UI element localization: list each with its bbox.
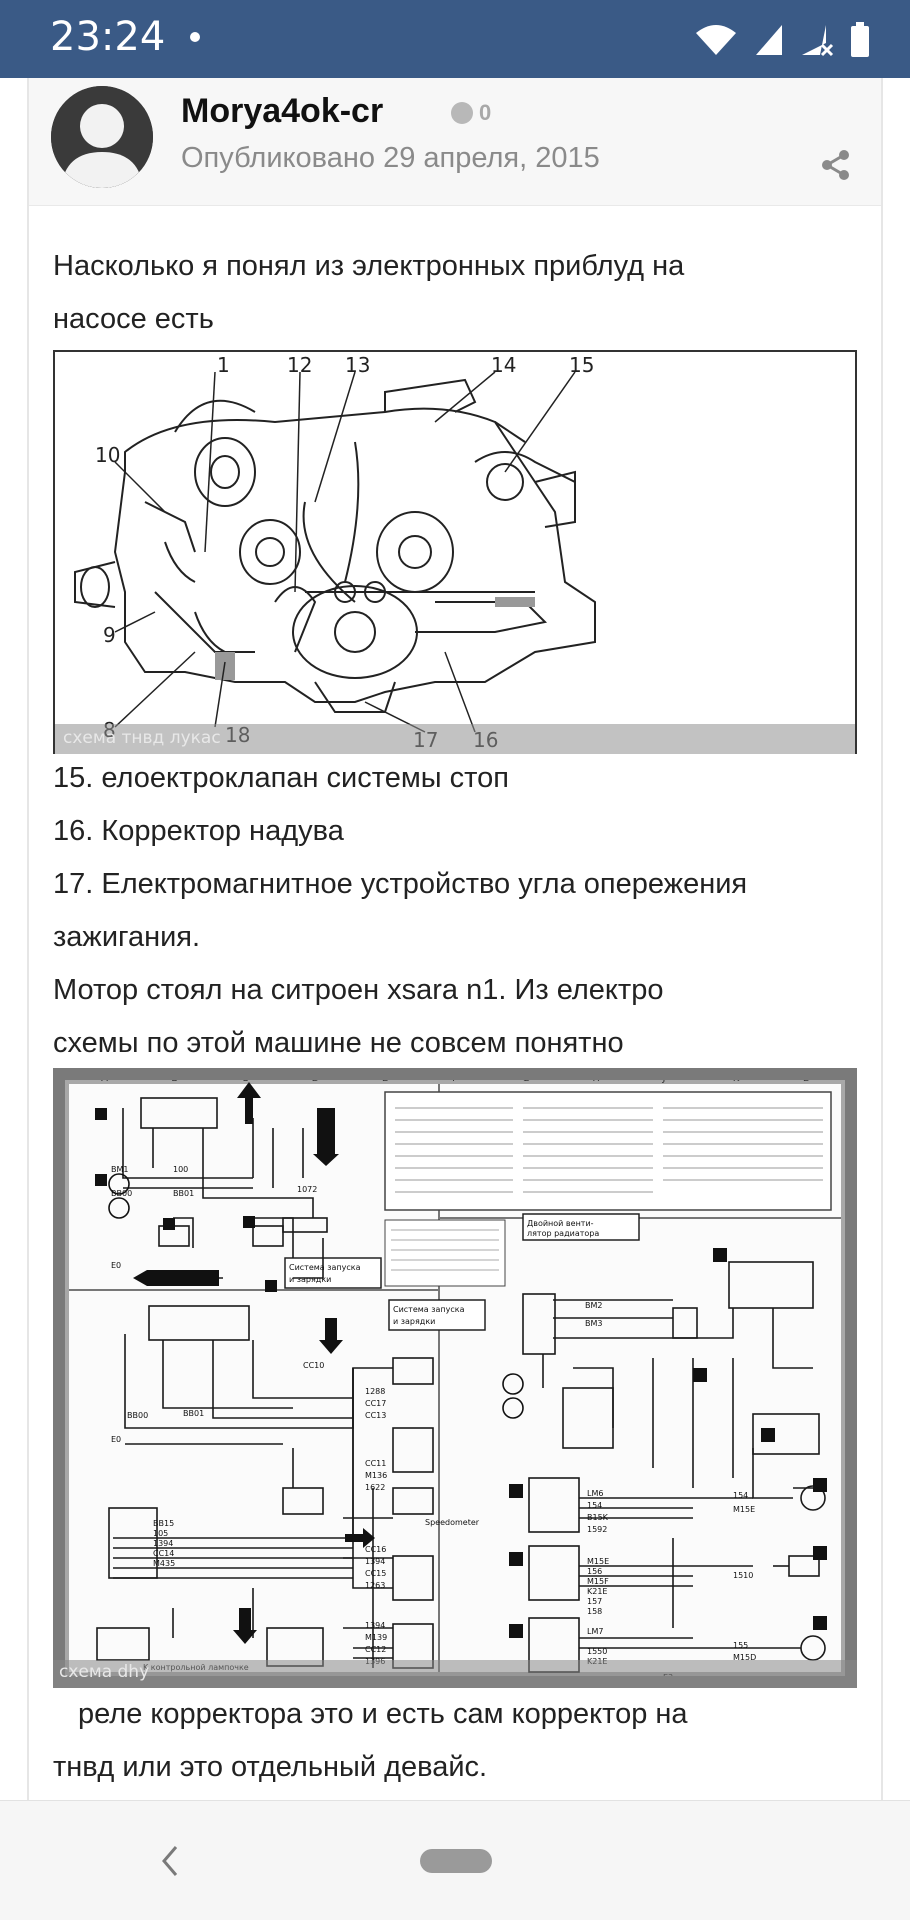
svg-text:CC17: CC17 [365,1399,386,1408]
svg-text:CC14: CC14 [153,1549,174,1558]
published-date: Опубликовано 29 апреля, 2015 [181,142,600,174]
svg-text:M15E: M15E [587,1557,609,1566]
post-text-line: насосе есть [53,303,214,335]
chevron-left-icon[interactable] [160,1845,180,1877]
svg-text:1592: 1592 [587,1525,607,1534]
svg-text:M435: M435 [153,1559,175,1568]
svg-text:CC10: CC10 [303,1361,324,1370]
svg-text:BB01: BB01 [183,1409,204,1418]
svg-text:157: 157 [587,1597,602,1606]
svg-text:M139: M139 [365,1633,387,1642]
home-pill-icon[interactable] [420,1849,492,1873]
wifi-icon [696,25,736,55]
svg-text:и зарядки: и зарядки [393,1317,435,1326]
svg-text:BB00: BB00 [127,1411,148,1420]
list-item: 17. Електромагнитное устройство угла опе… [53,868,748,900]
svg-text:1394: 1394 [365,1621,385,1630]
svg-text:CC16: CC16 [365,1545,386,1554]
figure-watermark: схема тнвд лукас [63,728,221,748]
figure-watermark: схема dhy [59,1662,150,1682]
petrol-title: Система запуска [289,1263,361,1272]
svg-text:CC12: CC12 [365,1645,386,1654]
status-bar: 23:24 [0,0,910,78]
svg-text:CC13: CC13 [365,1411,386,1420]
list-item: зажигания. [53,921,201,953]
svg-text:105: 105 [153,1529,168,1538]
svg-text:BB15: BB15 [153,1519,174,1528]
svg-text:BM1: BM1 [111,1165,128,1174]
callout-12: 12 [287,353,312,377]
svg-text:BM3: BM3 [585,1319,602,1328]
svg-text:LM6: LM6 [587,1489,603,1498]
svg-text:1550: 1550 [587,1647,607,1656]
callout-10: 10 [95,443,120,467]
list-item: 16. Корректор надува [53,815,344,847]
svg-text:1263: 1263 [365,1581,385,1590]
svg-text:BB01: BB01 [173,1189,194,1198]
callout-13: 13 [345,353,370,377]
svg-text:154: 154 [733,1491,748,1500]
avatar-silhouette-icon [51,86,153,188]
diesel-title: Система запуска [393,1305,465,1314]
cell-signal-icon [756,25,782,55]
share-icon[interactable] [821,150,851,180]
speedometer-label: Speedometer [425,1518,480,1527]
post-text-line: Мотор стоял на ситроен xsara n1. Из елек… [53,974,664,1006]
svg-text:M136: M136 [365,1471,387,1480]
callout-1: 1 [217,353,230,377]
author-name[interactable]: Morya4ok-cr [181,92,384,130]
reputation-badge: 0 [451,100,491,126]
cell-signal-no-data-icon [802,25,834,57]
svg-text:E0: E0 [111,1261,121,1270]
svg-text:155: 155 [733,1641,748,1650]
svg-text:лятор радиатора: лятор радиатора [527,1229,599,1238]
svg-text:M15F: M15F [587,1577,609,1586]
post-text-line: реле корректора это и есть сам корректор… [78,1698,688,1730]
svg-text:1072: 1072 [297,1185,317,1194]
callout-9: 9 [103,623,116,647]
pump-diagram-image[interactable]: 1 12 13 14 15 10 9 8 18 17 16 схема тнвд… [53,350,857,754]
battery-icon [851,22,869,57]
svg-text:158: 158 [587,1607,602,1616]
svg-text:154: 154 [587,1501,602,1510]
post-text-line: тнвд или это отдельный девайс. [53,1751,488,1783]
callout-15: 15 [569,353,594,377]
reputation-count: 0 [479,100,492,125]
fan-title: Двойной венти- [527,1219,594,1228]
svg-text:1510: 1510 [733,1571,753,1580]
svg-text:1394: 1394 [153,1539,173,1548]
svg-text:BB00: BB00 [111,1189,132,1198]
android-nav-bar [0,1800,910,1920]
svg-text:CC11: CC11 [365,1459,386,1468]
reputation-dot-icon [451,102,473,124]
svg-text:M15D: M15D [733,1653,756,1662]
svg-text:E0: E0 [111,1435,121,1444]
status-time: 23:24 [50,14,166,60]
svg-text:и зарядки: и зарядки [289,1275,331,1284]
post-header: Morya4ok-cr 0 Опубликовано 29 апреля, 20… [29,78,881,206]
avatar[interactable] [51,86,153,188]
svg-text:B15K: B15K [587,1513,609,1522]
svg-text:100: 100 [173,1165,188,1174]
status-icons [694,20,870,60]
svg-text:1394: 1394 [365,1557,385,1566]
svg-text:M15E: M15E [733,1505,755,1514]
svg-text:CC15: CC15 [365,1569,386,1578]
svg-text:K21E: K21E [587,1587,607,1596]
svg-text:LM7: LM7 [587,1627,603,1636]
svg-text:1288: 1288 [365,1387,385,1396]
signal-dot-icon [190,32,200,42]
svg-text:156: 156 [587,1567,602,1576]
svg-text:1622: 1622 [365,1483,385,1492]
svg-text:BM2: BM2 [585,1301,602,1310]
list-item: 15. елоектроклапан системы стоп [53,762,509,794]
post-text-line: Насколько я понял из электронных приблуд… [53,250,685,282]
post-text-line: схемы по этой машине не совсем понятно [53,1027,624,1059]
callout-14: 14 [491,353,516,377]
